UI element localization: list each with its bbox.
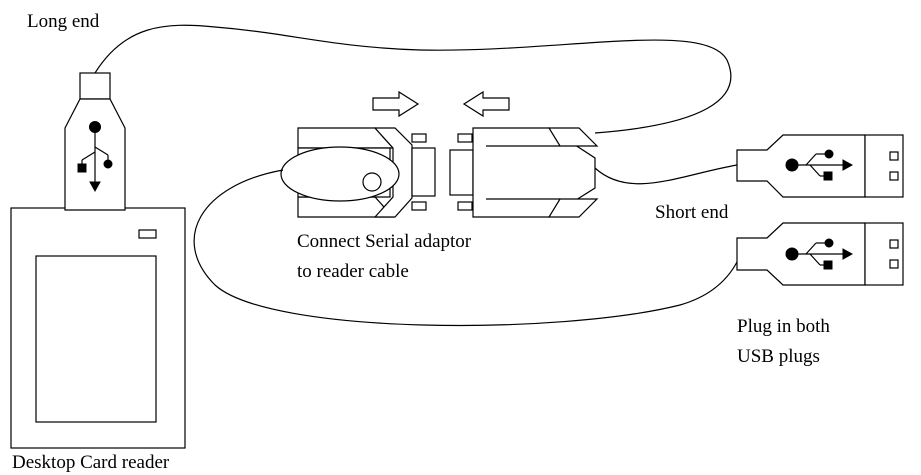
serial-connector-icon (449, 127, 599, 218)
desktop-card-reader (10, 207, 186, 449)
reader-label: Desktop Card reader (12, 452, 170, 473)
arrow-left-icon (462, 90, 510, 118)
plug-instruction-line1: Plug in both (737, 316, 830, 337)
usb-plug-icon (64, 72, 126, 211)
adaptor-grip (280, 146, 400, 202)
card-slot (35, 255, 157, 423)
adaptor-cable (193, 169, 738, 327)
short-end-cable (594, 164, 738, 185)
long-end-label: Long end (27, 11, 100, 32)
long-end-cable (94, 24, 732, 134)
reader-led (138, 229, 157, 239)
connect-instruction-line1: Connect Serial adaptor (297, 231, 472, 252)
usb-symbol-icon (785, 238, 854, 270)
short-end-label: Short end (655, 202, 729, 223)
usb-plug-icon (736, 134, 904, 198)
usb-plug-icon (736, 222, 904, 286)
arrow-right-icon (372, 90, 420, 118)
plug-instruction-line2: USB plugs (737, 346, 820, 367)
usb-symbol-icon (77, 121, 113, 193)
usb-symbol-icon (785, 149, 854, 181)
connect-instruction-line2: to reader cable (297, 261, 409, 282)
serial-connector-icon (280, 127, 436, 218)
